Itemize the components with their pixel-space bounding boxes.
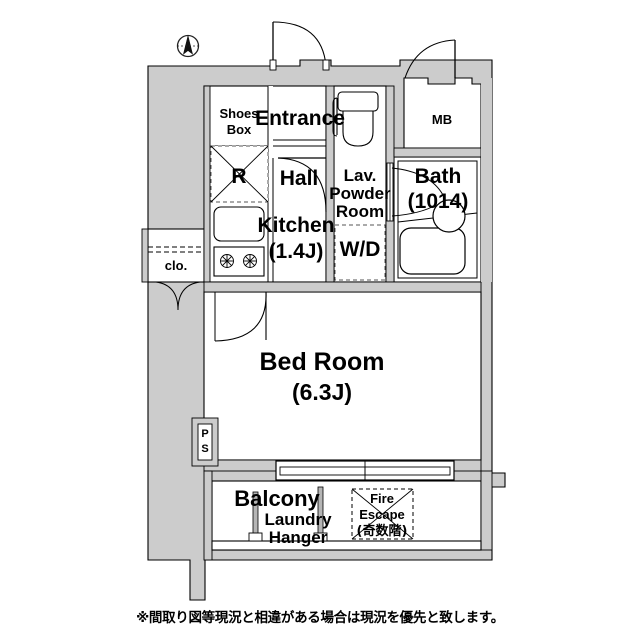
kitchen-sink-icon: [213, 206, 265, 242]
partition-balcony-left: [203, 470, 213, 561]
partition-spacer: [268, 86, 273, 146]
label-balcony: Balcony: [234, 486, 320, 511]
laundry-pole-icon: [248, 486, 328, 542]
bedroom-door-icon[interactable]: [214, 291, 267, 342]
bath-door-icon[interactable]: [386, 162, 444, 222]
appliance-refrigerator-icon: [210, 145, 269, 203]
sliding-window-icon[interactable]: [275, 460, 455, 481]
partition-closet-left: [141, 228, 149, 283]
partition-bedroom-top: [203, 281, 482, 293]
label-refrigerator: R: [231, 165, 246, 188]
room-labels: Shoes Box Entrance R Hall Kitchen (1.4J)…: [165, 106, 469, 547]
room-bedroom-interior: [203, 291, 482, 461]
partition-kitchen-left: [203, 85, 211, 283]
entrance-door-icon[interactable]: [269, 21, 330, 71]
label-laundry-line2: Hanger: [269, 528, 328, 547]
room-closet-interior: [147, 228, 205, 283]
hall-door-icon[interactable]: [277, 157, 327, 213]
toilet-icon: [332, 91, 379, 147]
label-lavatory: Lav.: [344, 166, 377, 185]
partition-balcony-right: [480, 470, 493, 551]
north-arrow-icon: [176, 34, 200, 58]
label-shoes-box-line2: Box: [227, 122, 252, 137]
partition-mb-right: [481, 78, 492, 282]
label-fire-escape-line2: Escape: [359, 507, 405, 522]
label-entrance: Entrance: [255, 107, 345, 130]
fire-escape-icon: [351, 488, 414, 540]
label-fire-escape-line3: (奇数階): [357, 523, 408, 539]
mb-door-icon[interactable]: [404, 39, 456, 79]
label-pipe-shaft-line2: S: [201, 443, 208, 455]
label-washer-dryer: W/D: [340, 238, 381, 261]
label-kitchen: Kitchen: [257, 214, 334, 237]
fixtures-layer: [148, 21, 482, 551]
label-bath: Bath: [415, 165, 462, 188]
disclaimer-text: ※間取り図等現況と相違がある場合は現況を優先と致します。: [136, 610, 504, 626]
room-ps-inner: [197, 423, 213, 461]
label-closet: clo.: [165, 258, 187, 273]
bath-sink-icon: [432, 199, 466, 233]
label-shoes-box-line1: Shoes: [219, 106, 258, 121]
label-meter-box: MB: [432, 112, 452, 127]
label-pipe-shaft-line1: P: [201, 428, 208, 440]
label-fire-escape-line1: Fire: [370, 491, 394, 506]
label-bath-size: (1014): [408, 190, 469, 213]
label-room: Room: [336, 202, 384, 221]
label-powder: Powder: [329, 184, 391, 203]
kitchen-stove-icon: [213, 246, 265, 277]
appliance-washer-dryer-icon: [334, 224, 386, 281]
label-hall: Hall: [280, 167, 319, 190]
partition-mb-bath: [393, 147, 482, 158]
label-bedroom-size: (6.3J): [292, 379, 352, 405]
balcony-railing-icon: [211, 540, 482, 551]
label-laundry-line1: Laundry: [264, 510, 332, 529]
label-bedroom: Bed Room: [260, 348, 385, 376]
label-kitchen-size: (1.4J): [269, 240, 324, 263]
closet-doors-icon[interactable]: [148, 246, 204, 311]
